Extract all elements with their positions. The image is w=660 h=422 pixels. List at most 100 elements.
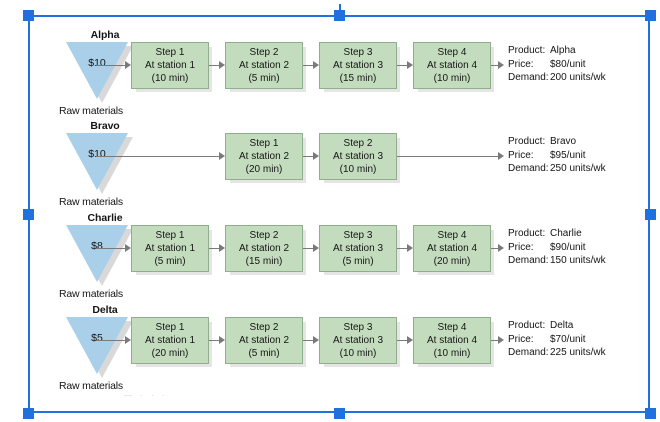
output-key-demand: Demand:: [508, 255, 549, 266]
output-key-product: Product:: [508, 320, 546, 331]
step-title: Step 1: [155, 322, 185, 333]
raw-material-cost: $10: [88, 148, 106, 160]
connector-step-1-2-bravo-arrowhead: [313, 152, 319, 160]
output-key-demand: Demand:: [508, 347, 549, 358]
step-station: At station 3: [332, 151, 384, 162]
connector-step-1-2-alpha-arrowhead: [219, 61, 225, 69]
step-time: (10 min): [433, 73, 471, 84]
connector-input-charlie-arrowhead: [125, 244, 131, 252]
output-line-product: Product:Charlie: [508, 227, 606, 241]
step-title: Step 3: [343, 47, 373, 58]
step-title: Step 2: [249, 230, 279, 241]
resize-handle-middle-right[interactable]: [645, 209, 656, 220]
output-line-price: Price: $95/unit: [508, 149, 606, 163]
output-value-price: $70/unit: [550, 333, 586, 345]
step-box-delta-3[interactable]: Step 3 At station 3 (10 min): [319, 317, 397, 364]
connector-input-alpha-arrowhead: [125, 61, 131, 69]
resize-handle-top-center[interactable]: [334, 10, 345, 21]
raw-material-cost: $5: [91, 332, 103, 344]
step-title: Step 2: [249, 47, 279, 58]
step-time: (15 min): [245, 256, 283, 267]
connector-step-1-2-alpha: [209, 65, 220, 66]
step-station: At station 2: [238, 243, 290, 254]
step-time: (10 min): [339, 164, 377, 175]
output-value-demand: 200 units/wk: [550, 72, 606, 83]
step-station: At station 1: [144, 335, 196, 346]
resize-handle-bottom-right[interactable]: [645, 408, 656, 419]
connector-step-2-3-delta-arrowhead: [313, 336, 319, 344]
output-value-price: $95/unit: [550, 149, 586, 161]
triangle-shape: [66, 42, 128, 99]
step-box-charlie-2[interactable]: Step 2 At station 2 (15 min): [225, 225, 303, 272]
connector-step-3-4-alpha: [397, 65, 408, 66]
resize-handle-middle-left[interactable]: [23, 209, 34, 220]
step-title: Step 3: [343, 322, 373, 333]
output-line-demand: Demand:200 units/wk: [508, 71, 606, 85]
step-box-alpha-3[interactable]: Step 3 At station 3 (15 min): [319, 42, 397, 89]
output-value-product: Bravo: [550, 136, 577, 147]
resize-handle-bottom-center[interactable]: [334, 408, 345, 419]
output-line-product: Product:Alpha: [508, 44, 606, 58]
raw-material-triangle-alpha[interactable]: $10: [62, 42, 148, 103]
step-time: (10 min): [433, 348, 471, 359]
connector-output-delta: [491, 340, 499, 341]
connector-step-3-4-delta: [397, 340, 408, 341]
connector-input-alpha: [96, 65, 126, 66]
output-line-price: Price:$90/unit: [508, 241, 606, 255]
product-title-bravo: Bravo: [90, 120, 120, 132]
raw-material-triangle-delta[interactable]: $5: [62, 317, 148, 378]
step-time: (20 min): [151, 348, 189, 359]
output-key-price: Price:: [508, 149, 534, 161]
resize-handle-top-right[interactable]: [645, 10, 656, 21]
connector-step-1-2-delta: [209, 340, 220, 341]
step-station: At station 1: [144, 60, 196, 71]
resize-handle-bottom-left[interactable]: [23, 408, 34, 419]
raw-materials-label: Raw materials: [59, 196, 123, 208]
step-time: (20 min): [433, 256, 471, 267]
step-station: At station 4: [426, 243, 478, 254]
output-value-product: Charlie: [550, 228, 582, 239]
raw-material-triangle-bravo[interactable]: $10: [62, 133, 148, 194]
raw-material-triangle-charlie[interactable]: $8: [62, 225, 148, 286]
step-station: At station 3: [332, 243, 384, 254]
connector-input-charlie: [96, 248, 126, 249]
step-station: At station 3: [332, 60, 384, 71]
scan-artifact: — · · ·: [124, 391, 168, 400]
connector-output-alpha: [491, 65, 499, 66]
triangle-shape: [66, 225, 128, 282]
step-time: (15 min): [339, 73, 377, 84]
connector-step-2-3-alpha: [303, 65, 314, 66]
raw-material-cost: $10: [88, 57, 106, 69]
connector-step-2-3-delta: [303, 340, 314, 341]
output-value-product: Delta: [550, 320, 574, 331]
step-time: (5 min): [248, 348, 280, 359]
output-key-demand: Demand:: [508, 72, 549, 83]
step-title: Step 1: [155, 47, 185, 58]
connector-input-bravo: [96, 156, 220, 157]
resize-handle-top-left[interactable]: [23, 10, 34, 21]
triangle-shape: [66, 317, 128, 374]
step-station: At station 3: [332, 335, 384, 346]
step-time: (10 min): [339, 348, 377, 359]
output-line-price: Price:$70/unit: [508, 333, 606, 347]
connector-step-3-4-charlie-arrowhead: [407, 244, 413, 252]
step-title: Step 4: [437, 47, 467, 58]
step-box-delta-1[interactable]: Step 1 At station 1 (20 min): [131, 317, 209, 364]
product-title-delta: Delta: [92, 304, 118, 316]
